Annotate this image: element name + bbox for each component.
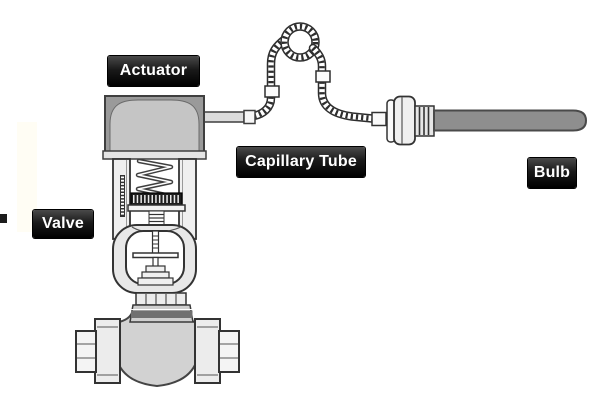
spring bbox=[135, 158, 174, 199]
bulb-label: Bulb bbox=[528, 158, 576, 188]
capillary-ferrule-left bbox=[264, 85, 280, 98]
left-union-nut bbox=[94, 318, 121, 384]
tube-fitting bbox=[243, 109, 256, 125]
actuator-dome bbox=[109, 99, 200, 154]
actuator-label: Actuator bbox=[108, 56, 199, 86]
right-union-nut bbox=[194, 318, 221, 384]
bonnet-flange bbox=[135, 292, 187, 306]
travel-indicator bbox=[132, 252, 179, 259]
valve-stem bbox=[151, 230, 160, 256]
actuator-base-plate bbox=[102, 150, 207, 160]
actuator-outlet-tube bbox=[203, 111, 245, 123]
bulb-connector bbox=[371, 111, 387, 127]
yoke-drawing bbox=[112, 158, 197, 294]
bulb-hex-nut bbox=[393, 95, 416, 146]
bulb-rod bbox=[433, 109, 588, 132]
bulb-threads bbox=[414, 105, 435, 137]
spring-plate bbox=[127, 204, 186, 212]
packing-neck bbox=[129, 304, 194, 323]
capillary-coil bbox=[280, 22, 320, 62]
valve-body-drawing bbox=[75, 292, 240, 388]
valve-label: Valve bbox=[33, 210, 93, 238]
capillary-tube-line bbox=[249, 22, 377, 123]
adjusting-nut bbox=[130, 192, 183, 206]
left-pipe-hex bbox=[75, 330, 97, 373]
capillary-tube-label: Capillary Tube bbox=[237, 147, 365, 177]
bulb-assembly bbox=[371, 95, 588, 146]
edge-artifact bbox=[0, 214, 7, 223]
stem-coupling-discs bbox=[137, 265, 174, 286]
capillary-ferrule-right bbox=[315, 70, 331, 83]
right-pipe-hex bbox=[218, 330, 240, 373]
watermark-remnant bbox=[17, 122, 37, 232]
actuator-drawing bbox=[102, 95, 256, 160]
